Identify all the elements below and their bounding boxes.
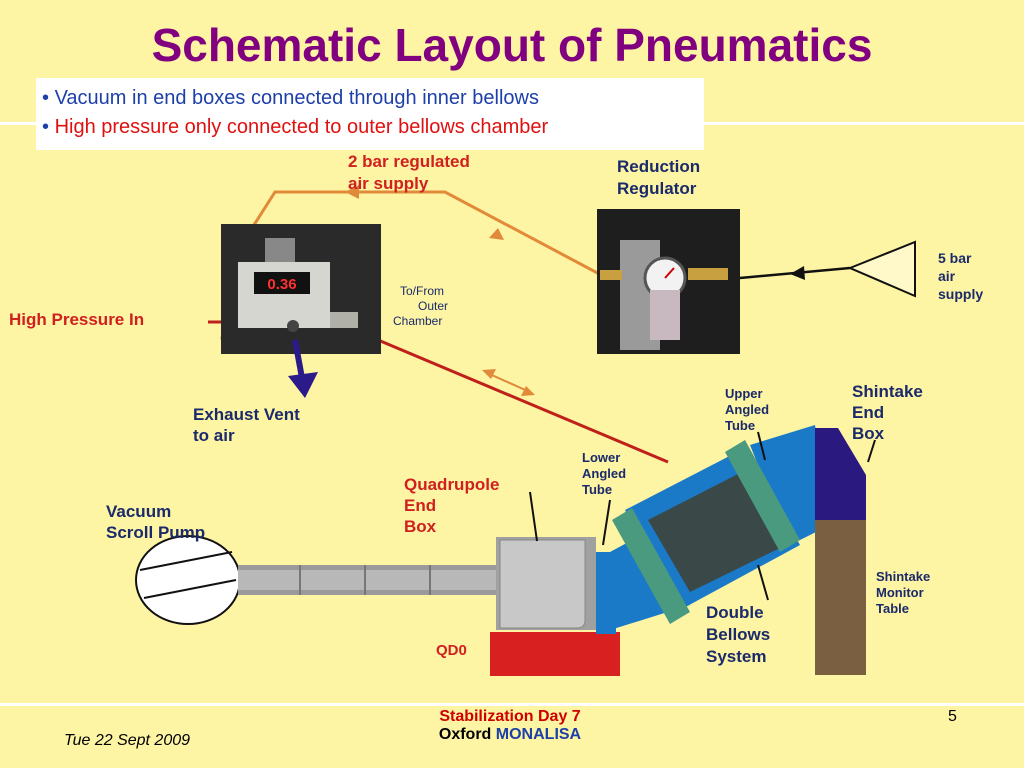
supply-5bar-arrow <box>790 266 805 280</box>
gauge-display: 0.36 <box>267 276 296 293</box>
label-shintake-monitor-table: Shintake Monitor Table <box>876 569 934 616</box>
slide-title: Schematic Layout of Pneumatics <box>151 19 873 71</box>
supply-arrow-2 <box>489 228 504 240</box>
label-shintake-end-box: Shintake End Box <box>852 382 928 443</box>
label-2bar-supply: 2 bar regulated air supply <box>348 152 475 193</box>
bidir-head-1 <box>482 369 496 379</box>
label-5bar-supply: 5 bar air supply <box>938 250 983 302</box>
label-reduction-regulator: Reduction Regulator <box>617 157 705 198</box>
bidir-head-2 <box>521 386 535 396</box>
label-high-pressure-in: High Pressure In <box>9 310 144 329</box>
double-bellows <box>612 440 800 624</box>
quadrupole-end-box <box>496 537 596 630</box>
label-upper-angled-tube: Upper Angled Tube <box>725 386 773 433</box>
bellows-pointer <box>757 564 769 601</box>
shintake-pointer <box>867 439 876 463</box>
vacuum-scroll-pump <box>135 535 241 625</box>
qd0-block <box>490 632 620 676</box>
footer-date: Tue 22 Sept 2009 <box>64 732 191 749</box>
shintake-end-box <box>815 428 866 520</box>
label-to-from-chamber: To/From Outer Chamber <box>393 284 451 328</box>
exhaust-arrow <box>292 339 305 379</box>
bottom-rule <box>0 703 1024 706</box>
quad-pointer <box>529 491 538 542</box>
label-exhaust-vent: Exhaust Vent to air <box>193 405 305 445</box>
shintake-monitor-table <box>815 520 866 675</box>
bullet-2: • High pressure only connected to outer … <box>42 116 549 138</box>
footer-event-title: Stabilization Day 7 <box>439 708 581 725</box>
supply-source-triangle <box>847 240 916 298</box>
upper-tube-pointer <box>757 431 766 461</box>
label-double-bellows: Double Bellows System <box>706 603 775 666</box>
lower-tube-pointer <box>602 499 611 546</box>
page-number: 5 <box>948 708 957 725</box>
footer-event: Stabilization Day 7 Oxford MONALISA <box>380 708 640 744</box>
label-lower-angled-tube: Lower Angled Tube <box>582 450 630 497</box>
label-quadrupole-end-box: Quadrupole End Box <box>404 475 504 536</box>
hp-chamber-line <box>339 322 669 464</box>
label-vacuum-scroll-pump: Vacuum Scroll Pump <box>106 502 205 542</box>
bidirectional-arrow <box>484 371 533 394</box>
reduction-regulator-photo <box>597 209 740 354</box>
pressure-regulator-photo: 0.36 <box>221 224 381 354</box>
exhaust-arrow-head <box>288 372 318 398</box>
vacuum-hose <box>238 565 496 595</box>
supply-arrow-1 <box>345 185 359 199</box>
footer-event-subtitle: Oxford MONALISA <box>438 726 582 743</box>
bullet-1: • Vacuum in end boxes connected through … <box>42 87 539 109</box>
label-qd0: QD0 <box>436 642 467 659</box>
bullet-box: • Vacuum in end boxes connected through … <box>36 78 704 150</box>
